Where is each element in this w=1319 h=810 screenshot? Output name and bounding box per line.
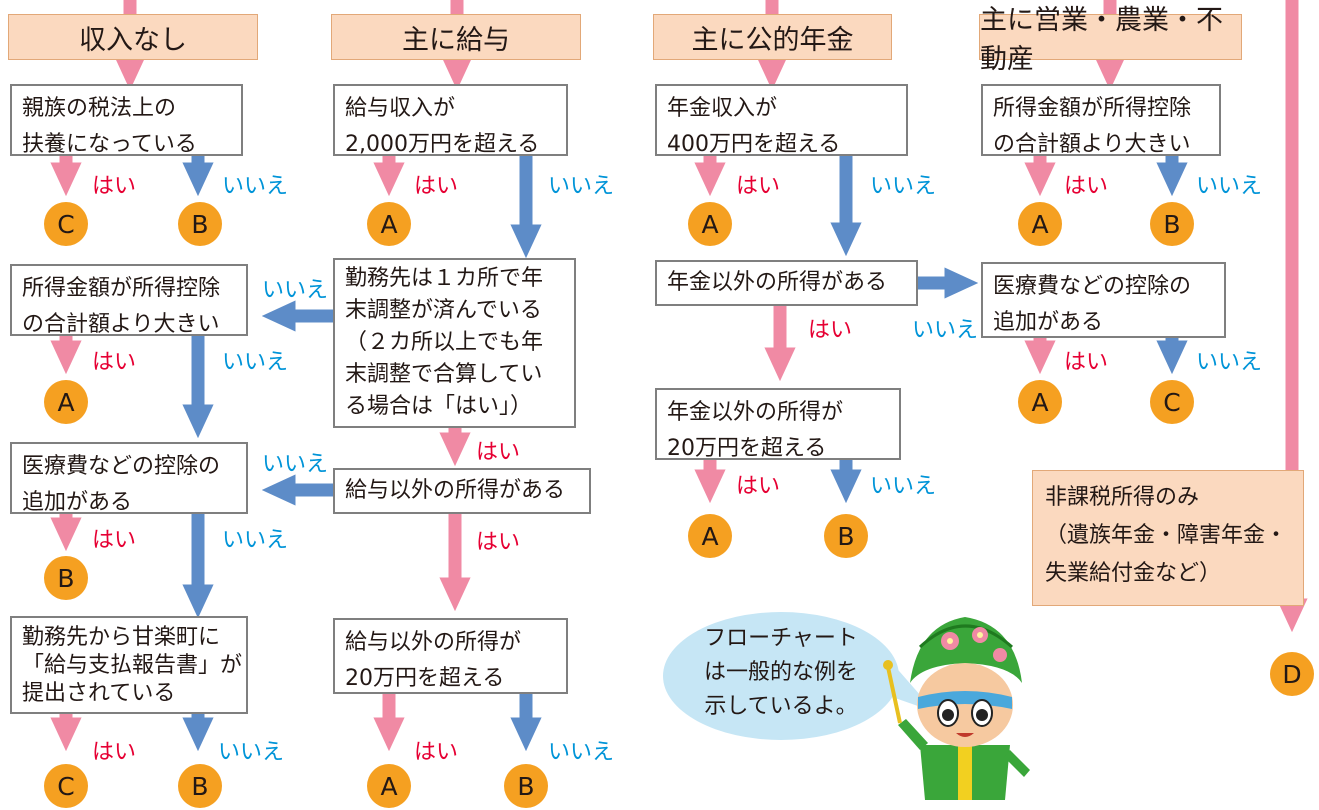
question-non-pension-income: 年金以外の所得がある [655,260,918,306]
result-circle-b: B [1150,202,1194,246]
label-no: いいえ [1196,350,1263,375]
result-circle-b: B [178,764,222,808]
label-yes: はい [736,174,781,199]
question-salary-over-20m: 給与収入が 2,000万円を超える [333,84,568,157]
result-circle-a: A [688,514,732,558]
label-yes: はい [414,174,459,199]
label-no: いいえ [870,474,937,499]
result-circle-b: B [178,202,222,246]
header-mainly-salary: 主に給与 [331,14,581,60]
question-dependent-relative: 親族の税法上の 扶養になっている [10,84,243,157]
question-year-end-adjustment: 勤務先は１カ所で年 末調整が済んでいる （２カ所以上でも年 末調整で合算してい … [333,258,576,428]
question-pension-over-4m: 年金収入が 400万円を超える [655,84,908,157]
label-yes: はい [92,528,137,553]
result-circle-c: C [44,202,88,246]
label-no: いいえ [912,318,979,343]
result-circle-b: B [44,556,88,600]
label-no: いいえ [262,278,329,303]
label-yes: はい [1064,350,1109,375]
header-no-income: 収入なし [8,14,258,60]
label-yes: はい [476,440,521,465]
question-non-pension-over-200k: 年金以外の所得が 20万円を超える [655,388,901,461]
question-other-income-salary: 給与以外の所得がある [333,468,591,514]
result-circle-a: A [1018,202,1062,246]
header-mainly-pension: 主に公的年金 [653,14,892,60]
result-circle-a: A [688,202,732,246]
result-circle-a: A [1018,380,1062,424]
label-no: いいえ [870,174,937,199]
label-no: いいえ [218,740,285,765]
label-yes: はい [414,740,459,765]
label-yes: はい [92,350,137,375]
question-income-exceeds-deduction: 所得金額が所得控除 の合計額より大きい [10,264,248,337]
result-circle-b: B [504,764,548,808]
question-additional-medical-deduction-business: 医療費などの控除の 追加がある [981,262,1226,338]
nontaxable-income-only-box: 非課税所得のみ （遺族年金・障害年金・ 失業給付金など） [1032,470,1304,606]
result-circle-c: C [1150,380,1194,424]
label-no: いいえ [262,452,329,477]
label-no: いいえ [1196,174,1263,199]
mascot-character-icon [883,617,1030,800]
label-yes: はい [808,318,853,343]
header-mainly-business: 主に営業・農業・不動産 [979,5,1242,75]
label-yes: はい [92,740,137,765]
result-circle-a: A [44,380,88,424]
label-no: いいえ [222,350,289,375]
result-circle-d: D [1270,652,1314,696]
question-additional-medical-deduction: 医療費などの控除の 追加がある [10,442,248,515]
speech-bubble-text: フローチャート は一般的な例を 示しているよ。 [703,626,858,719]
result-circle-a: A [367,764,411,808]
label-yes: はい [92,174,137,199]
label-no: いいえ [222,528,289,553]
label-no: いいえ [222,174,289,199]
result-circle-a: A [367,202,411,246]
speech-bubble [663,612,899,740]
result-circle-c: C [44,764,88,808]
question-other-income-over-200k: 給与以外の所得が 20万円を超える [333,618,568,694]
label-yes: はい [1064,174,1109,199]
question-business-income-exceeds-deduction: 所得金額が所得控除 の合計額より大きい [981,84,1221,157]
question-salary-report-submitted: 勤務先から甘楽町に 「給与支払報告書」が 提出されている [10,616,248,714]
label-yes: はい [736,474,781,499]
label-no: いいえ [548,174,615,199]
label-yes: はい [476,530,521,555]
label-no: いいえ [548,740,615,765]
result-circle-b: B [824,514,868,558]
